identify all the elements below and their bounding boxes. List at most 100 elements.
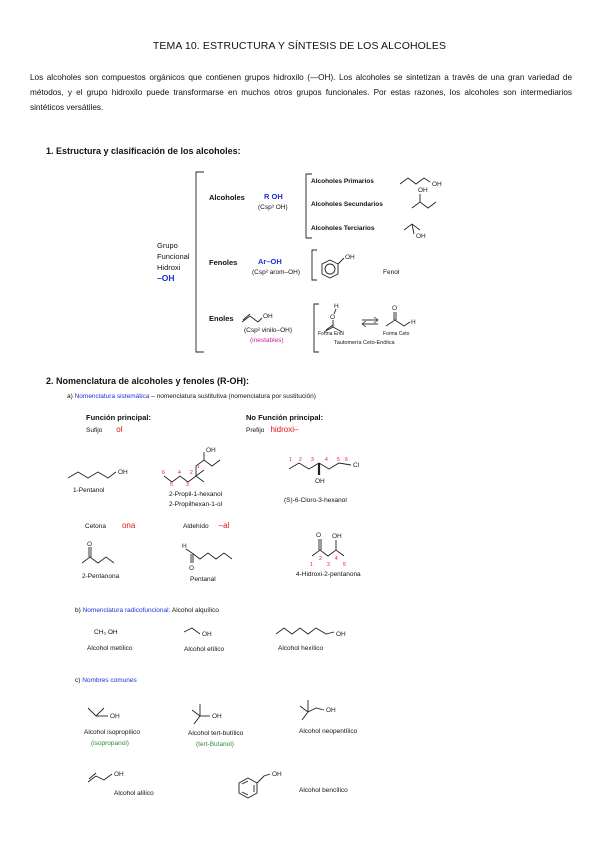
hidroxipentanona-structure: O OH 1 2 3 4 5: [310, 532, 346, 568]
n2: 2: [319, 556, 322, 562]
enoles-label: Enoles: [209, 314, 234, 323]
oh-text: OH: [336, 631, 346, 638]
h-text: H: [334, 303, 339, 310]
alcohol-structures-icon: OH OH OH: [399, 177, 442, 240]
enoles-note: (Csp² vinilo–OH): [244, 327, 293, 334]
fenoles-note: (Csp² arom–OH): [252, 269, 301, 276]
n1: 1: [310, 562, 313, 568]
alilico-name: Alcohol alílico: [114, 790, 154, 797]
secundarios-label: Alcoholes Secundarios: [311, 201, 383, 208]
fenoles-brace: [311, 249, 317, 281]
hexilico-name: Alcohol hexílico: [278, 645, 324, 652]
intro-paragraph: Los alcoholes son compuestos orgánicos q…: [30, 73, 572, 112]
alcoholes-note: (Csp³ OH): [258, 204, 288, 211]
tautomerism-icon: H O O H: [323, 303, 416, 333]
hidroxipentanona-name: 4-Hidroxi-2-pentanona: [296, 571, 361, 578]
tautomeria-label: Tautomería Ceto-Enólica: [334, 340, 395, 346]
o-text: O: [392, 305, 397, 312]
aldehido-value: –al: [218, 521, 230, 530]
isopropanol-structure: OH: [87, 707, 120, 720]
n1: 1: [197, 464, 200, 470]
h-text: H: [182, 543, 187, 550]
n1: 1: [289, 457, 292, 463]
n3: 3: [327, 562, 330, 568]
n4: 4: [335, 556, 338, 562]
fenol-name: Fenol: [383, 269, 400, 276]
n2: 2: [190, 470, 193, 476]
alcoholes-label: Alcoholes: [209, 193, 245, 202]
oh-text: OH: [202, 631, 212, 638]
o-text: O: [316, 532, 321, 539]
n2: 2: [299, 457, 302, 463]
h-text: H: [411, 319, 416, 326]
terciarios-label: Alcoholes Terciarios: [311, 225, 375, 232]
sufijo-value: ol: [116, 425, 123, 434]
oh-text: OH: [272, 771, 282, 778]
propilhexanol-structure: OH 1 2 3 4 5 6: [162, 447, 221, 488]
n5: 5: [337, 457, 340, 463]
aldehido-label: Aldehído: [183, 523, 209, 530]
group-line-2: Funcional: [157, 252, 190, 261]
a-letter: a): [67, 393, 75, 400]
fenoles-formula: Ar–OH: [258, 257, 282, 266]
n3: 3: [311, 457, 314, 463]
pentanol-structure: OH: [67, 469, 128, 479]
primarios-label: Alcoholes Primarios: [311, 178, 374, 185]
oh-text: OH: [418, 187, 428, 194]
pentanona-name: 2-Pentanona: [82, 573, 120, 580]
cl-text: Cl: [353, 462, 360, 469]
aldehido-row: Aldehído –al: [183, 521, 229, 530]
forma-ceto: Forma Ceto: [383, 331, 410, 337]
oh-text: OH: [432, 181, 442, 188]
etanol-structure: OH: [183, 627, 212, 638]
pentanona-structure: O: [81, 541, 115, 564]
o-text: O: [330, 314, 335, 321]
prefijo-value: hidroxi–: [270, 425, 299, 434]
bencilico-structure: OH: [238, 771, 282, 799]
n3: 3: [186, 482, 189, 488]
c-title: Nombres comunes: [82, 677, 137, 684]
sufijo-label: Sufijo: [86, 427, 103, 434]
metilico-name: Alcohol metílico: [87, 645, 133, 652]
alilico-structure: OH: [87, 771, 124, 783]
group-line-3: Hidroxi: [157, 263, 181, 272]
oh-text: OH: [118, 469, 128, 476]
document-title: TEMA 10. ESTRUCTURA Y SÍNTESIS DE LOS AL…: [152, 40, 447, 52]
funcion-principal-label: Función principal:: [86, 413, 151, 422]
group-line-1: Grupo: [157, 241, 178, 250]
n4: 4: [325, 457, 328, 463]
hexanol-structure: OH: [275, 627, 346, 638]
oh-text: OH: [315, 478, 325, 485]
o-text: O: [87, 541, 92, 548]
main-brace: [195, 171, 204, 353]
n6: 6: [162, 470, 165, 476]
b-letter: b): [75, 607, 83, 614]
no-funcion-label: No Función principal:: [246, 413, 324, 422]
oh-text: OH: [206, 447, 216, 454]
c-letter: c): [75, 677, 83, 684]
neopentanol-structure: OH: [299, 700, 336, 721]
tertbutanol-name: (tert-Butanol): [196, 741, 234, 748]
alcoholes-brace: [305, 173, 312, 239]
phenol-icon: OH: [321, 254, 355, 279]
oh-text: OH: [212, 713, 222, 720]
ch3oh-text: CH₃ OH: [94, 629, 118, 636]
oh-text: OH: [326, 707, 336, 714]
section-1-heading: 1. Estructura y clasificación de los alc…: [46, 146, 241, 156]
a-title: Nomenclatura sistemática: [74, 393, 150, 400]
oh-text: OH: [110, 713, 120, 720]
oh-text: OH: [263, 313, 273, 320]
subsection-a: a) Nomenclatura sistemática – nomenclatu…: [67, 393, 316, 400]
inestables-note: (inestables): [250, 337, 284, 344]
clorohexanol-structure: OH Cl 1 2 3 4 5 6: [288, 457, 360, 485]
group-label: Grupo Funcional Hidroxi –OH: [157, 240, 190, 284]
forma-enol: Forma Enol: [318, 331, 344, 337]
clorohexanol-name: (S)-6-Cloro-3-hexanol: [284, 497, 347, 504]
b-title: Nomenclatura radicofuncional:: [82, 607, 171, 614]
n4: 4: [178, 470, 181, 476]
a-rest: – nomenclatura sustitutiva (nomenclatura…: [149, 393, 316, 400]
enol-icon: OH: [241, 313, 273, 323]
tertbutilico-name: Alcohol tert-butílico: [188, 730, 244, 737]
isopropilico-name: Alcohol isopropílico: [84, 729, 141, 736]
